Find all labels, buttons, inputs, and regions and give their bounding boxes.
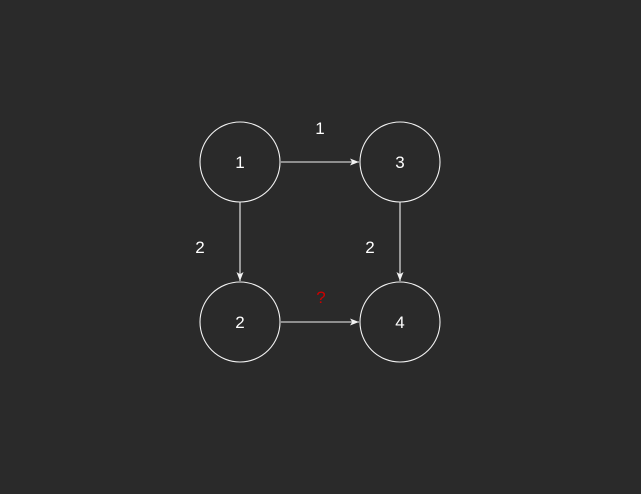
edge-3-to-4: 2 (365, 202, 404, 281)
node-2: 2 (199, 281, 281, 363)
edge-2-to-4: ? (281, 288, 359, 326)
node-3: 3 (359, 121, 441, 203)
edge-1-to-3: 1 (281, 119, 359, 166)
node-3-label: 3 (395, 153, 404, 172)
node-1: 1 (199, 121, 281, 203)
node-1-label: 1 (235, 153, 244, 172)
node-4-circle (359, 281, 441, 363)
node-2-label: 2 (235, 313, 244, 332)
edge-1-to-2-weight: 2 (195, 238, 204, 257)
node-1-circle (199, 121, 281, 203)
node-2-circle (199, 281, 281, 363)
node-4-label: 4 (395, 313, 404, 332)
edge-1-to-3-weight: 1 (315, 119, 324, 138)
node-3-circle (359, 121, 441, 203)
edge-1-to-2: 2 (195, 202, 244, 281)
edge-2-to-4-weight-unknown: ? (316, 288, 325, 307)
edge-3-to-4-weight: 2 (365, 238, 374, 257)
node-4: 4 (359, 281, 441, 363)
